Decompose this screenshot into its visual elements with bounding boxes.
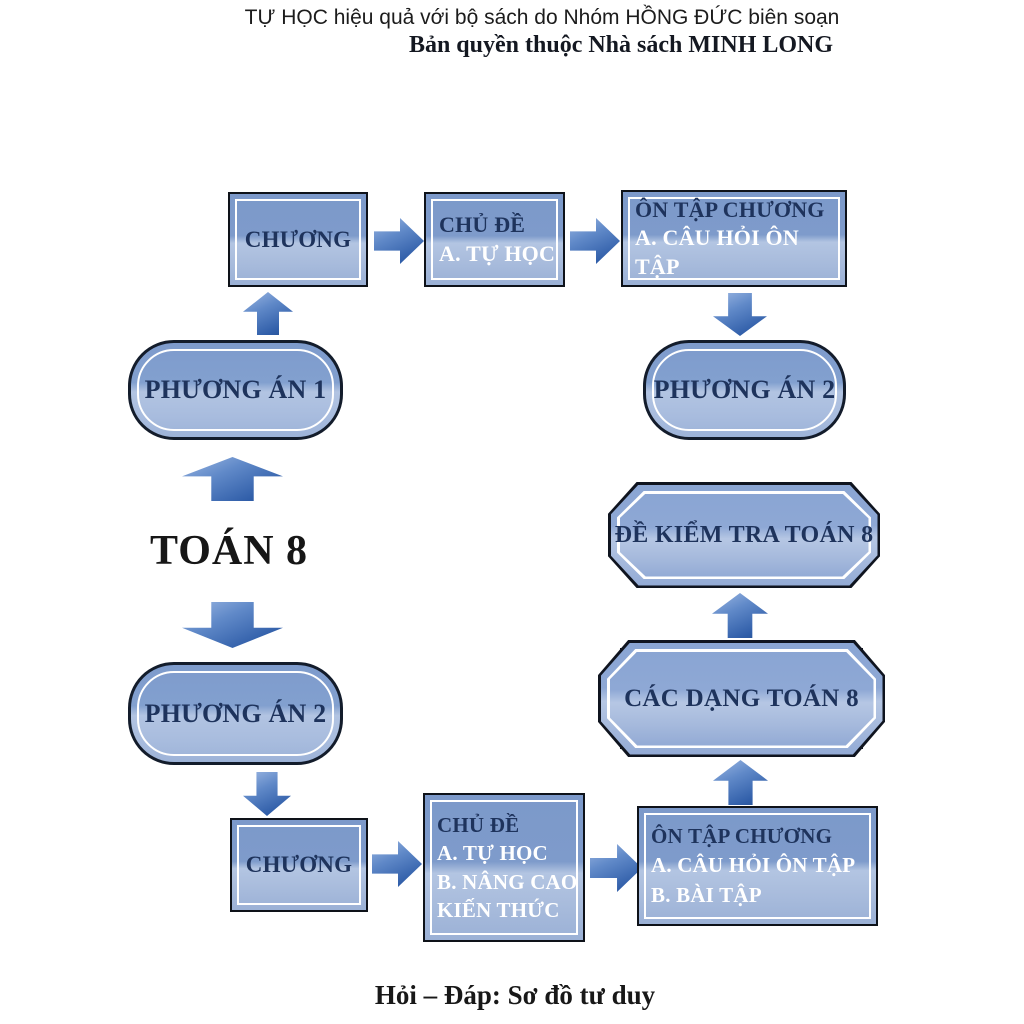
octagon-fill-inner xyxy=(619,493,869,577)
node-title: ÔN TẬP CHƯƠNG xyxy=(651,823,833,848)
node-title: CHỦ ĐỀ xyxy=(439,211,526,237)
node-cac-dang-toan-8: CÁC DẠNG TOÁN 8 xyxy=(598,640,885,757)
node-title: ÔN TẬP CHƯƠNG xyxy=(635,196,825,222)
node-phuong-an-2-left: PHƯƠNG ÁN 2 xyxy=(128,662,343,765)
node-phuong-an-2-right: PHƯƠNG ÁN 2 xyxy=(643,340,846,440)
arrow-right-icon xyxy=(374,217,424,265)
node-item-b-line1: B. NÂNG CAO xyxy=(437,869,578,894)
arrow-right-icon xyxy=(372,840,422,888)
node-item-a: A. CÂU HỎI ÔN TẬP xyxy=(635,225,799,279)
arrow-down-icon xyxy=(713,293,767,336)
node-label: PHƯƠNG ÁN 2 xyxy=(653,375,836,405)
arrow-up-icon xyxy=(243,292,293,335)
node-ontap-top: ÔN TẬP CHƯƠNG A. CÂU HỎI ÔN TẬP xyxy=(621,190,847,287)
arrow-up-icon xyxy=(712,593,768,638)
node-phuong-an-1: PHƯƠNG ÁN 1 xyxy=(128,340,343,440)
node-chuong-bottom: CHƯƠNG xyxy=(230,818,368,912)
node-label: PHƯƠNG ÁN 1 xyxy=(144,375,327,405)
node-de-kiem-tra-toan-8: ĐỀ KIỂM TRA TOÁN 8 xyxy=(608,482,880,588)
arrow-up-icon xyxy=(713,760,768,805)
node-label: PHƯƠNG ÁN 2 xyxy=(144,698,327,728)
arrow-up-icon xyxy=(182,457,283,501)
arrow-down-icon xyxy=(182,602,283,648)
header-line-1: TỰ HỌC hiệu quả với bộ sách do Nhóm HỒNG… xyxy=(244,6,840,29)
node-label: ĐỀ KIỂM TRA TOÁN 8 xyxy=(614,521,874,548)
node-label: CHƯƠNG xyxy=(244,226,352,252)
node-item-b-line2: KIẾN THỨC xyxy=(437,897,560,922)
node-item-a: A. TỰ HỌC xyxy=(437,841,548,866)
node-label: CHƯƠNG xyxy=(245,852,353,878)
node-item-a: A. TỰ HỌC xyxy=(439,240,556,266)
node-ontap-bottom: ÔN TẬP CHƯƠNG A. CÂU HỎI ÔN TẬP B. BÀI T… xyxy=(637,806,878,926)
arrow-right-icon xyxy=(570,217,620,265)
node-chude-top: CHỦ ĐỀ A. TỰ HỌC xyxy=(424,192,565,287)
center-title: TOÁN 8 xyxy=(149,528,309,574)
arrow-right-icon xyxy=(590,844,642,892)
node-item-b: B. BÀI TẬP xyxy=(651,882,762,907)
node-title: CHỦ ĐỀ xyxy=(437,812,520,837)
header-line-2: Bản quyền thuộc Nhà sách MINH LONG xyxy=(408,32,834,58)
node-item-a: A. CÂU HỎI ÔN TẬP xyxy=(651,853,856,878)
arrow-down-icon xyxy=(243,772,291,816)
node-chude-bottom: CHỦ ĐỀ A. TỰ HỌC B. NÂNG CAO KIẾN THỨC xyxy=(423,793,585,942)
octagon-fill-inner xyxy=(609,651,874,746)
node-chuong-top: CHƯƠNG xyxy=(228,192,368,287)
page-caption: Hỏi – Đáp: Sơ đồ tư duy xyxy=(374,980,656,1010)
node-label: CÁC DẠNG TOÁN 8 xyxy=(624,684,859,712)
